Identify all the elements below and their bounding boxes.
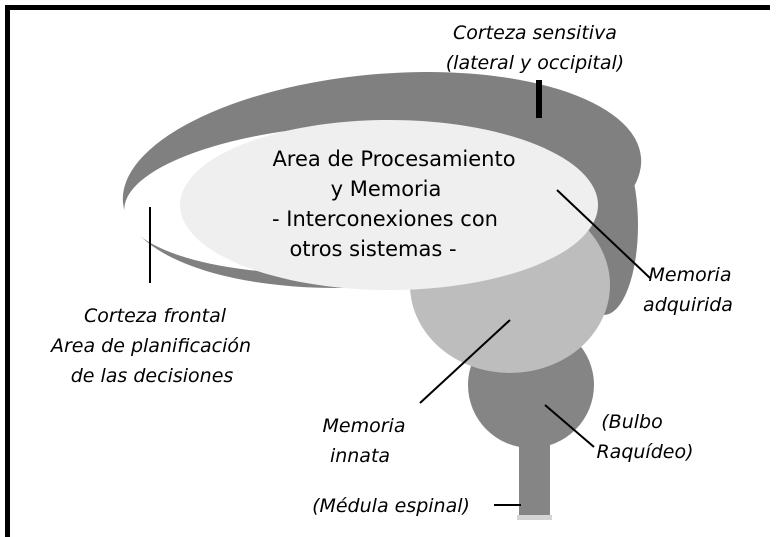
- processing-area-shape: [180, 120, 598, 290]
- center-label-line-1: Area de Procesamiento: [272, 147, 515, 171]
- acquired-memory-label-line-1: Memoria: [649, 264, 732, 286]
- sensory-cortex-label-line-2: (lateral y occipital): [446, 52, 624, 74]
- innate-leader-line: [419, 319, 511, 404]
- sensory-cortex-label-line-1: Corteza sensitiva: [453, 22, 617, 44]
- frame-left-border: [5, 5, 10, 537]
- acquired-memory-label-line-2: adquirida: [643, 294, 733, 316]
- spinal-cord-base: [517, 515, 552, 520]
- bulb-label-line-1: (Bulbo: [601, 411, 662, 433]
- bulb-label-line-2: Raquídeo): [596, 441, 693, 463]
- center-label-line-3: - Interconexiones con: [272, 207, 498, 231]
- frontal-cortex-label-line-3: de las decisiones: [71, 365, 234, 387]
- acquired-leader-line: [556, 189, 651, 279]
- frontal-cortex-label-line-2: Area de planificación: [49, 335, 251, 357]
- bulb-leader-line: [544, 404, 595, 448]
- center-label-line-4: otros sistemas -: [289, 237, 456, 261]
- innate-memory-label-line-1: Memoria: [323, 415, 406, 437]
- frontal-cortex-label-line-1: Corteza frontal: [84, 305, 227, 327]
- spinal-cord-label: (Médula espinal): [312, 495, 470, 517]
- frame-top-border: [5, 5, 770, 10]
- center-label-line-2: y Memoria: [331, 177, 442, 201]
- innate-memory-label-line-2: innata: [330, 445, 390, 467]
